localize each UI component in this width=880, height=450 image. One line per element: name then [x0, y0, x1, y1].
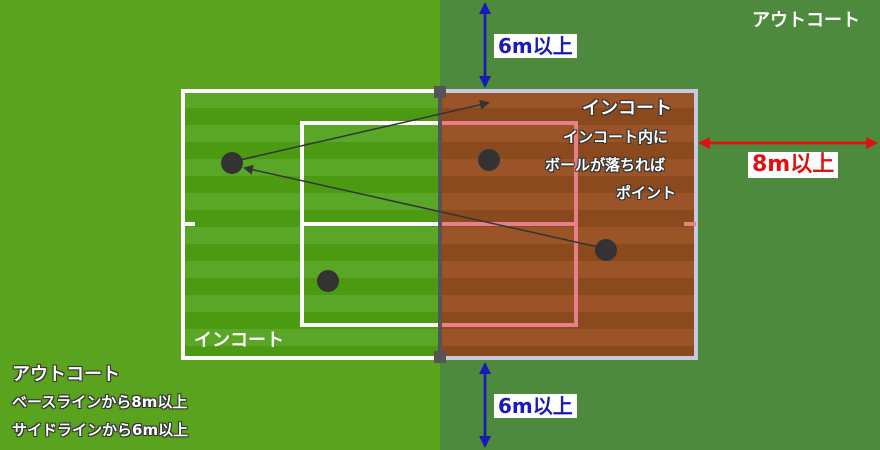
- left-court-lines: [181, 89, 440, 360]
- player-dot: [221, 152, 243, 174]
- right-court-lines: [440, 89, 698, 360]
- net-post-top: [434, 86, 446, 98]
- in-court-label-left: インコート: [194, 330, 284, 351]
- trajectory-arrow: [243, 164, 599, 248]
- net-post-bottom: [434, 351, 446, 363]
- sideline-rule-text: サイドラインから6m以上: [12, 421, 189, 439]
- in-court-desc-line-2: ボールが落ちれば: [545, 156, 666, 174]
- top-gap-label: 6m以上: [494, 34, 577, 58]
- player-dot: [478, 149, 500, 171]
- out-court-label-right: アウトコート: [752, 10, 860, 31]
- net: [434, 86, 446, 363]
- right-gap-label: 8m以上: [748, 152, 839, 178]
- baseline-rule-text: ベースラインから8m以上: [12, 393, 188, 411]
- in-court-label-right: インコート: [582, 98, 672, 119]
- player-dot: [595, 239, 617, 261]
- bottom-gap-label: 6m以上: [494, 394, 577, 418]
- in-court-desc-line-3: ポイント: [616, 184, 677, 202]
- out-court-label-left: アウトコート: [12, 364, 120, 385]
- in-court-desc-line-1: インコート内に: [563, 128, 669, 146]
- trajectory-arrow: [239, 99, 490, 161]
- player-dot: [317, 270, 339, 292]
